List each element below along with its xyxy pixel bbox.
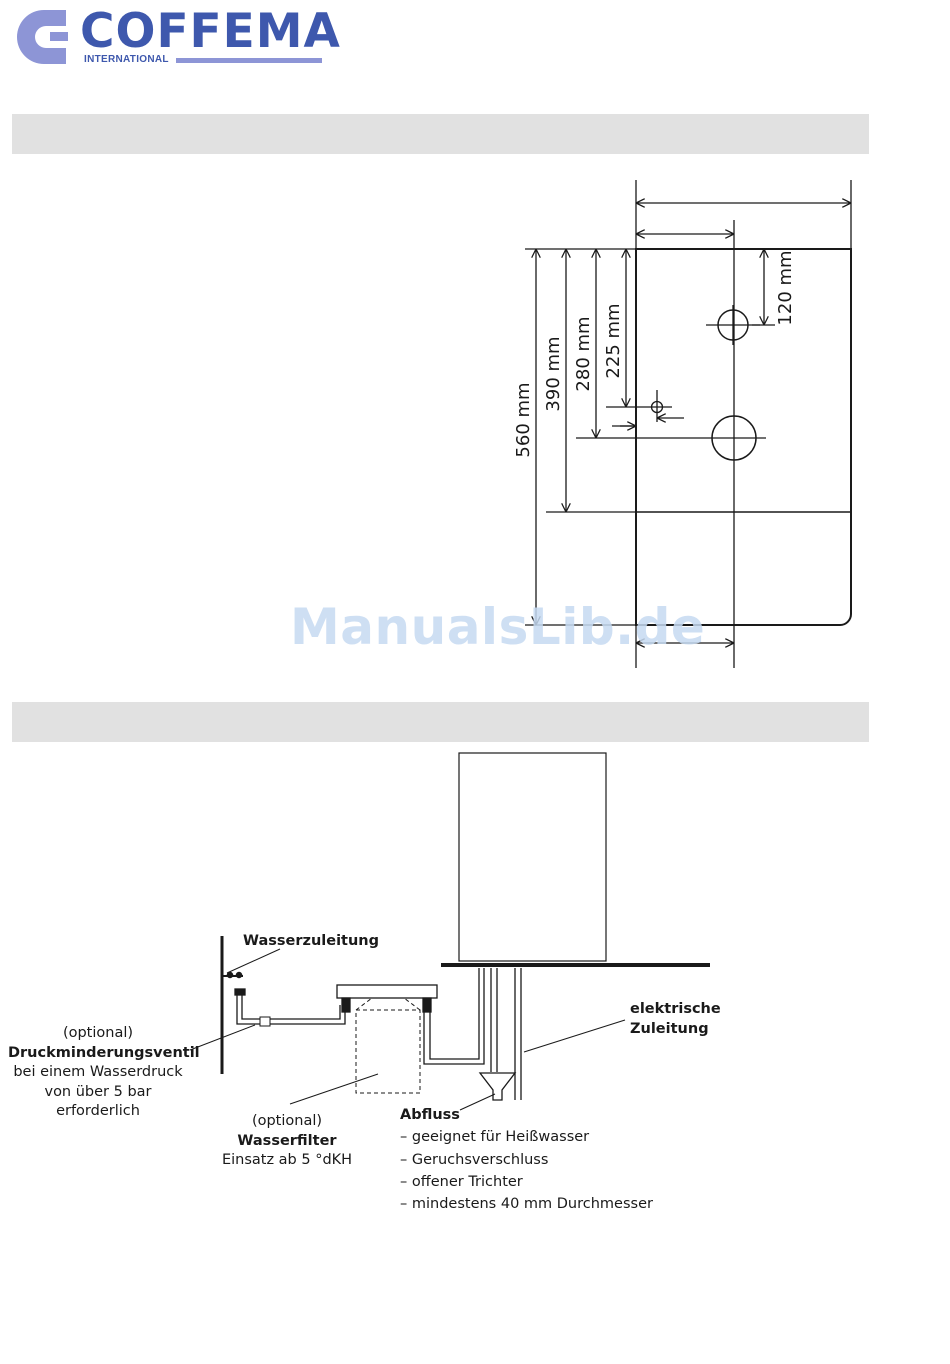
label-pressure-valve-group: (optional) Druckminderungsventil bei ein… [8,1024,200,1122]
label-water-filter-note: Einsatz ab 5 °dKH [221,1152,353,1168]
label-drain-title: Abfluss [400,1107,460,1123]
pressure-valve [259,1016,271,1027]
label-water-supply: Wasserzuleitung [243,933,380,949]
dim-225-label: 225 mm [603,303,624,378]
label-water-filter-optional: (optional) [251,1113,323,1129]
leader-water-supply [226,948,281,974]
dim-390-label: 390 mm [543,336,564,411]
label-pressure-valve-name: Druckminderungsventil [8,1044,200,1061]
brand-subtitle: INTERNATIONAL [84,54,169,65]
label-electric-line2: Zuleitung [630,1020,709,1037]
drain-funnel [478,1072,517,1101]
leader-electric [523,1019,626,1053]
label-pressure-valve-line1: bei einem Wasserdruck [13,1064,183,1080]
brand-name: COFFEMA [80,4,341,59]
dim-280-label: 280 mm [573,316,594,391]
label-pressure-valve-optional: (optional) [62,1025,134,1041]
drain-item: – Geruchsverschluss [400,1151,549,1168]
label-water-filter-name: Wasserfilter [237,1132,337,1149]
machine-footprint-outline [635,248,852,626]
label-pressure-valve-line3: erforderlich [56,1103,140,1119]
drain-item: – offener Trichter [400,1173,523,1190]
dim-560-label: 560 mm [513,382,534,457]
label-electric-group: elektrische Zuleitung [630,1000,721,1039]
water-filter-cartridge [355,1009,421,1094]
installation-drawing [189,752,710,1111]
leader-water-filter [289,1073,379,1105]
watermark: ManualsLib.de [290,598,706,656]
section-header-band-installation [12,702,869,742]
logo-underline [176,58,322,63]
leader-pressure-valve [189,1024,256,1051]
section-header-band-dimensions [12,114,869,154]
drain-item: – mindestens 40 mm Durchmesser [400,1196,653,1213]
dim-120-label: 120 mm [775,250,796,325]
coffema-logo: COFFEMA INTERNATIONAL [14,4,340,68]
coffee-machine-box [458,752,607,962]
label-electric-line1: elektrische [630,1001,721,1017]
drain-item: – geeignet für Heißwasser [400,1129,590,1146]
label-drain-group: Abfluss – geeignet für Heißwasser – Geru… [400,1104,653,1215]
dimension-drawing [525,180,852,668]
logo-c-mark-icon [17,10,68,64]
label-pressure-valve-line2: von über 5 bar [44,1083,152,1100]
leader-drain [459,1093,496,1111]
filter-head [336,984,438,999]
label-water-filter-group: (optional) Wasserfilter Einsatz ab 5 °dK… [212,1112,362,1171]
